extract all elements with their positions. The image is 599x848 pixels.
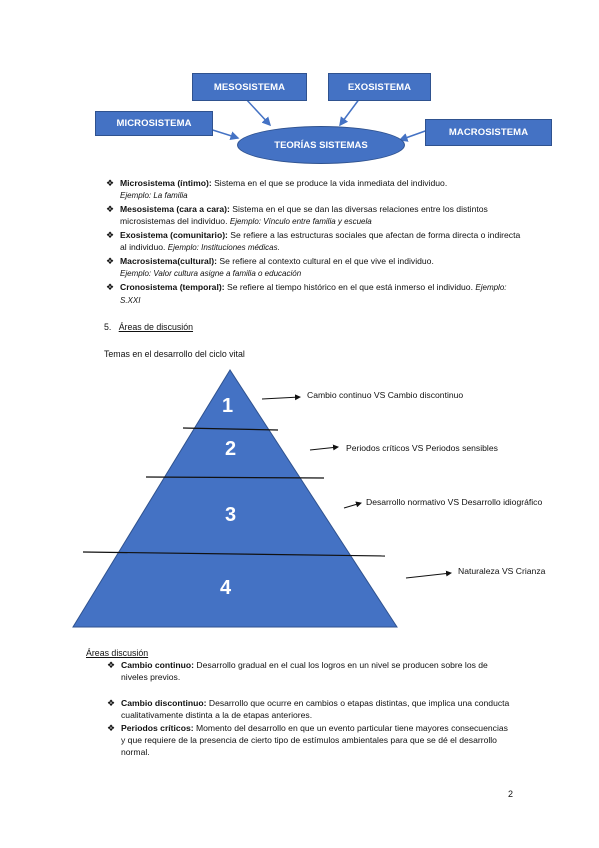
diamond-bullet-icon: ❖: [106, 256, 115, 266]
pyramid-level-3: 3: [225, 504, 236, 526]
diamond-bullet-icon: ❖: [107, 698, 116, 708]
areas-heading: Áreas discusión: [86, 648, 149, 658]
pyramid-divider: [182, 427, 279, 431]
diamond-bullet-icon: ❖: [106, 178, 115, 188]
pyramid-label-4: Naturaleza VS Crianza: [458, 566, 546, 576]
page-number: 2: [508, 789, 514, 799]
section-heading: 5. Áreas de discusión: [104, 322, 194, 332]
pyramid-diagram: 1 2 3 4: [72, 369, 452, 628]
pyramid-divider: [145, 476, 325, 479]
pyramid-level-1: 1: [222, 395, 233, 417]
exosistema-box: EXOSISTEMA: [328, 73, 431, 101]
list-item: ❖ Cronosistema (temporal): Se refiere al…: [106, 282, 507, 305]
diamond-bullet-icon: ❖: [106, 282, 115, 292]
areas-list: ❖ Cambio continuo: Desarrollo gradual en…: [107, 659, 512, 758]
pyramid-label-2: Periodos críticos VS Periodos sensibles: [346, 443, 498, 453]
pyramid-label-3: Desarrollo normativo VS Desarrollo idiog…: [366, 497, 543, 507]
pyramid-level-2: 2: [225, 438, 236, 460]
microsistema-box: MICROSISTEMA: [95, 111, 213, 136]
diamond-bullet-icon: ❖: [106, 204, 115, 214]
list-item: ❖ Microsistema (íntimo): Sistema en el q…: [106, 178, 448, 200]
pyramid-shape: [72, 369, 398, 628]
list-item: ❖ Periodos críticos: Momento del desarro…: [107, 723, 508, 757]
diamond-bullet-icon: ❖: [107, 660, 116, 670]
diamond-bullet-icon: ❖: [106, 230, 115, 240]
macrosistema-box: MACROSISTEMA: [425, 119, 552, 146]
intro-text: Temas en el desarrollo del ciclo vital: [104, 349, 245, 359]
pyramid-label-1: Cambio continuo VS Cambio discontinuo: [307, 390, 464, 400]
list-item: ❖ Cambio discontinuo: Desarrollo que ocu…: [107, 698, 510, 720]
list-item: ❖ Exosistema (comunitario): Se refiere a…: [106, 230, 521, 252]
teorias-sistemas-ellipse: TEORÍAS SISTEMAS: [237, 126, 405, 164]
list-item: ❖ Mesosistema (cara a cara): Sistema en …: [106, 204, 488, 226]
list-item: ❖ Cambio continuo: Desarrollo gradual en…: [107, 660, 488, 682]
diamond-bullet-icon: ❖: [107, 723, 116, 733]
systems-list: ❖ Microsistema (íntimo): Sistema en el q…: [106, 177, 526, 308]
mesosistema-box: MESOSISTEMA: [192, 73, 307, 101]
pyramid-divider: [82, 551, 386, 557]
list-item: ❖ Macrosistema(cultural): Se refiere al …: [106, 256, 434, 278]
pyramid-level-4: 4: [220, 577, 232, 599]
